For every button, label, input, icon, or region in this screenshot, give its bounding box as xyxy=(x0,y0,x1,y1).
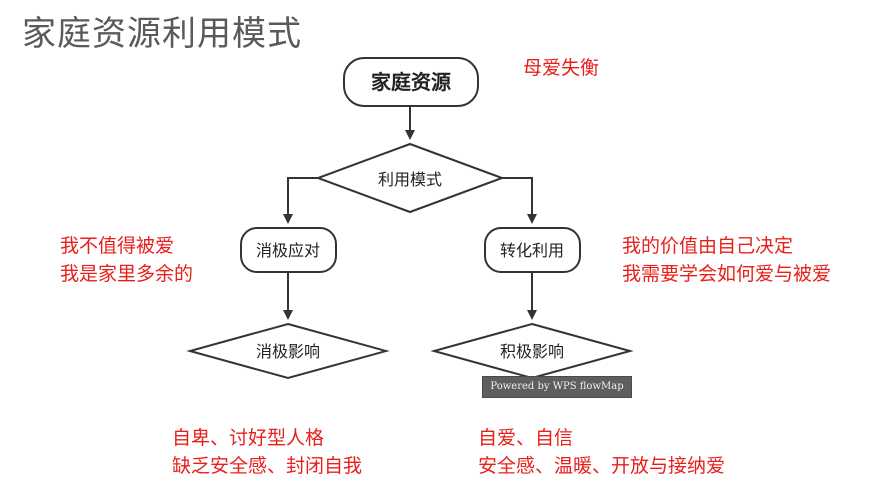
node-negative-impact: 消极影响 xyxy=(186,322,390,380)
note-line: 安全感、温暖、开放与接纳爱 xyxy=(478,455,726,477)
note-positive-outcomes: 自爱、自信 安全感、温暖、开放与接纳爱 xyxy=(478,424,725,480)
node-family-resource-label: 家庭资源 xyxy=(371,70,451,94)
note-line: 我不值得被爱 xyxy=(60,235,175,257)
note-line: 缺乏安全感、封闭自我 xyxy=(172,455,363,477)
node-positive-impact-label: 积极影响 xyxy=(500,342,564,361)
note-line: 我是家里多余的 xyxy=(60,263,194,285)
node-usage-mode: 利用模式 xyxy=(315,142,505,214)
note-line: 我的价值由自己决定 xyxy=(622,235,794,257)
node-negative-impact-label: 消极影响 xyxy=(256,342,320,361)
connector-mode-to-transform xyxy=(502,177,537,224)
note-maternal-imbalance: 母爱失衡 xyxy=(523,54,599,82)
note-line: 自爱、自信 xyxy=(478,427,574,449)
note-line: 我需要学会如何爱与被爱 xyxy=(622,263,832,285)
note-line: 母爱失衡 xyxy=(523,57,600,79)
node-negative-response-label: 消极应对 xyxy=(256,241,320,260)
note-negative-outcomes: 自卑、讨好型人格 缺乏安全感、封闭自我 xyxy=(172,424,362,480)
note-right-beliefs: 我的价值由自己决定 我需要学会如何爱与被爱 xyxy=(622,232,831,288)
connector-mode-to-negative xyxy=(283,177,318,224)
node-transform-use: 转化利用 xyxy=(484,227,581,273)
wps-watermark: Powered by WPS flowMap xyxy=(482,376,632,398)
note-left-beliefs: 我不值得被爱 我是家里多余的 xyxy=(60,232,193,288)
node-negative-response: 消极应对 xyxy=(240,227,337,273)
note-line: 自卑、讨好型人格 xyxy=(172,427,325,449)
node-transform-use-label: 转化利用 xyxy=(500,241,564,260)
node-usage-mode-label: 利用模式 xyxy=(378,170,442,189)
node-positive-impact: 积极影响 xyxy=(430,322,634,380)
node-family-resource: 家庭资源 xyxy=(343,57,479,107)
page-title: 家庭资源利用模式 xyxy=(22,14,302,54)
